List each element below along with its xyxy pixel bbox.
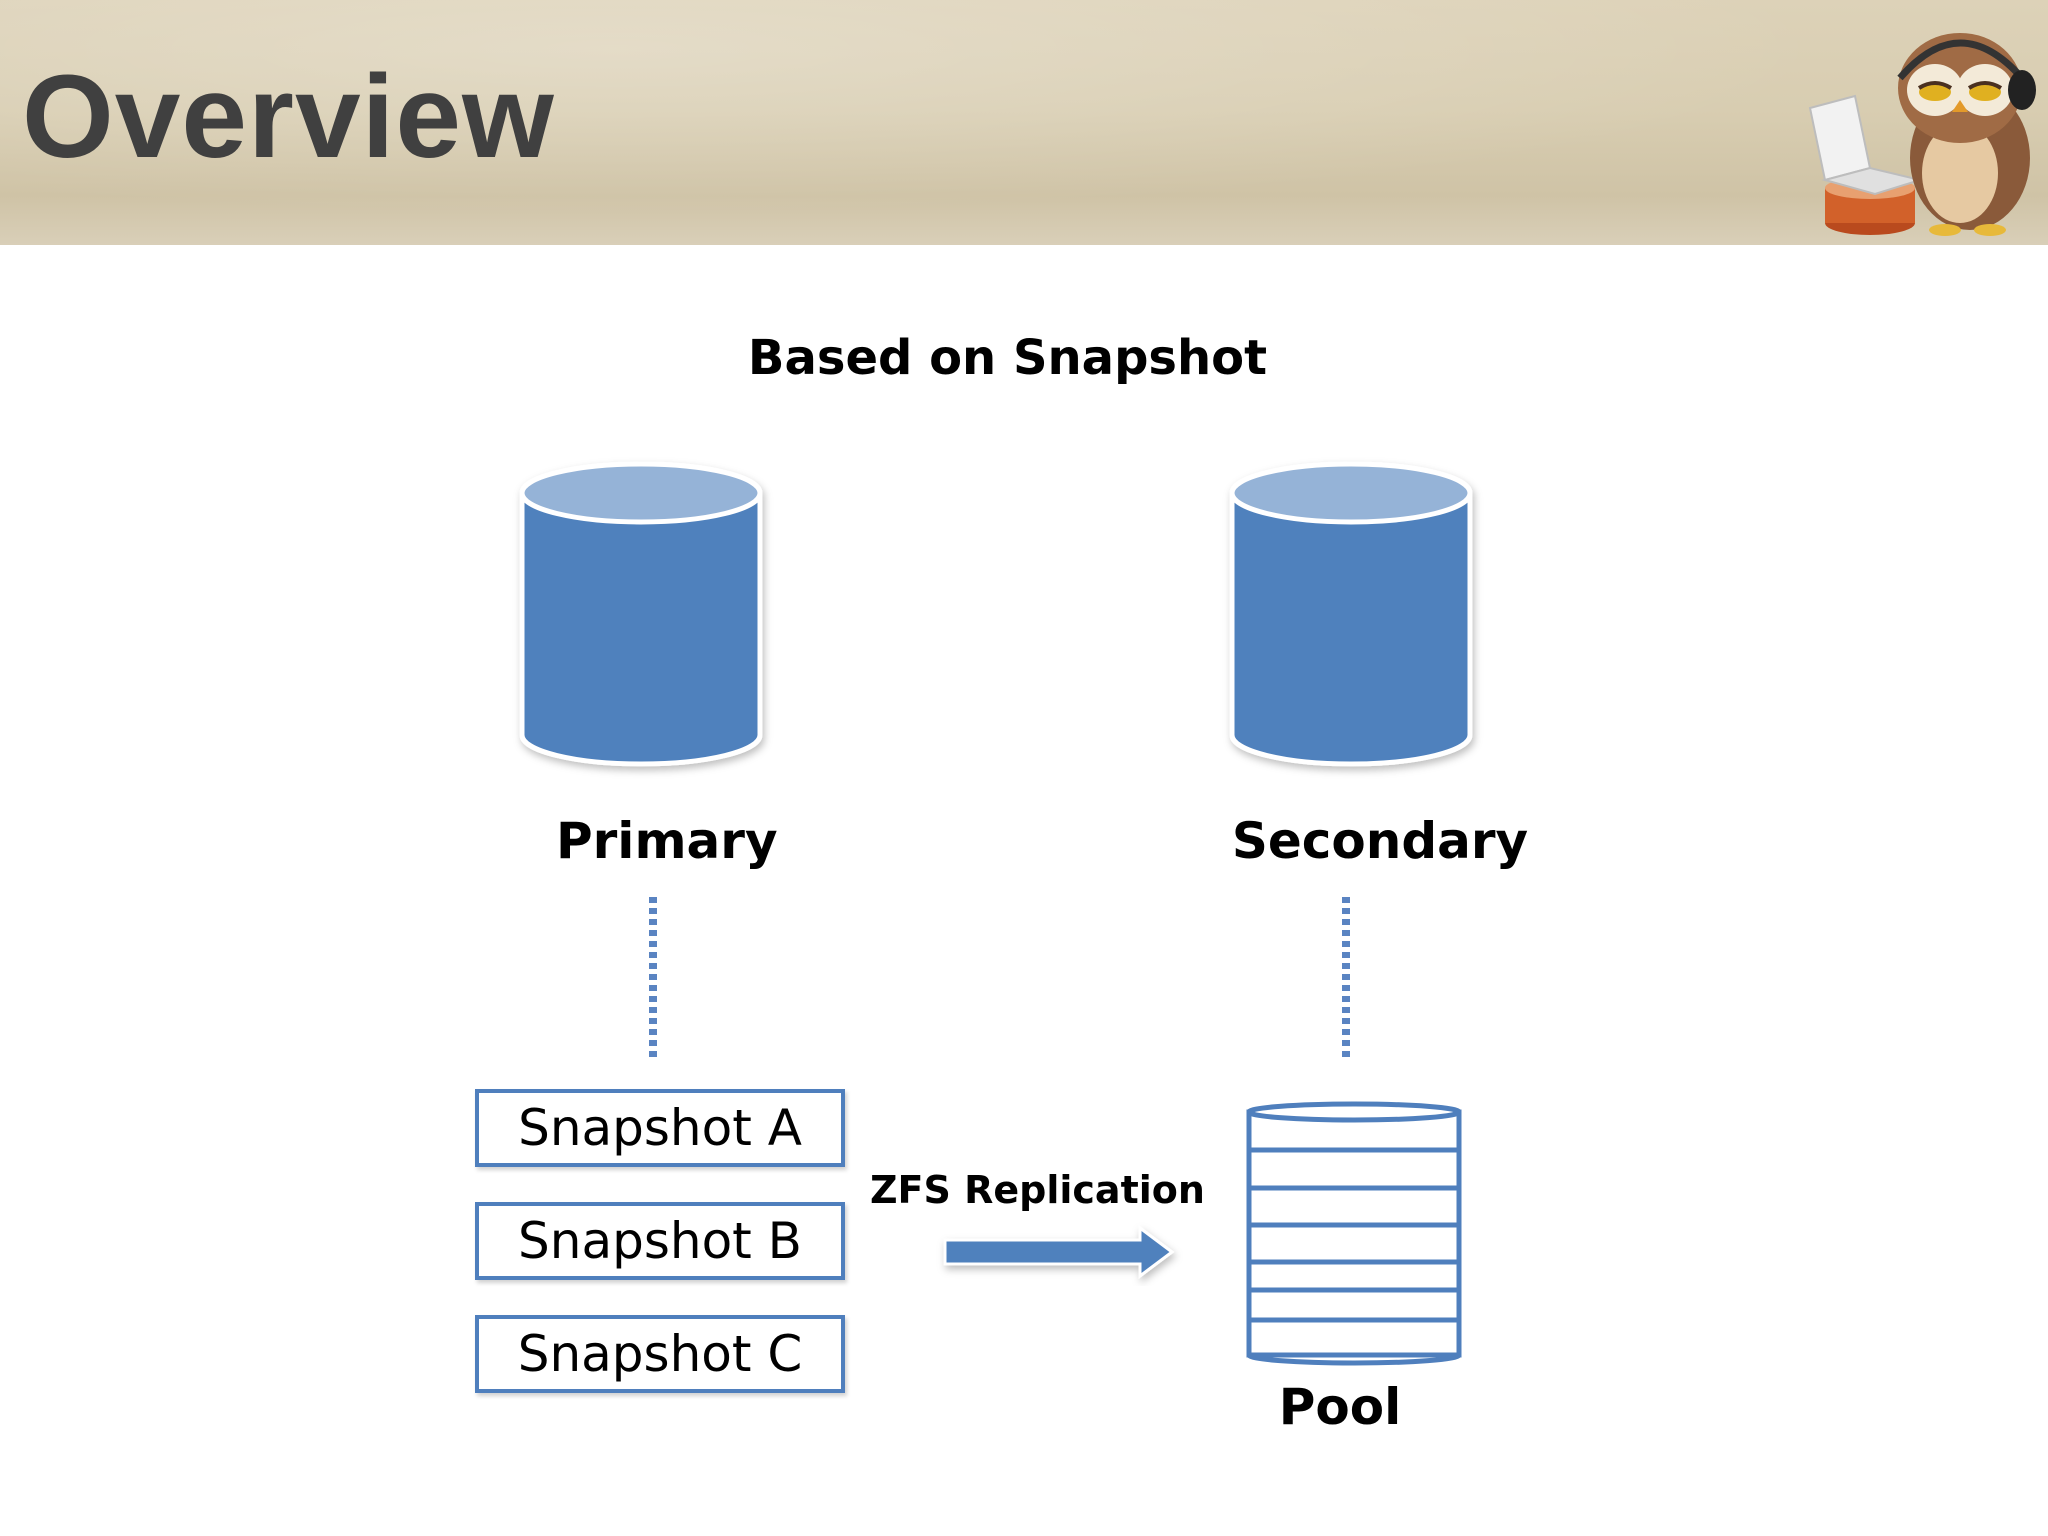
pool-label: Pool xyxy=(1278,1378,1402,1436)
snapshot-a-box: Snapshot A xyxy=(475,1089,845,1167)
snapshot-b-box: Snapshot B xyxy=(475,1202,845,1280)
replication-label: ZFS Replication xyxy=(870,1168,1205,1212)
secondary-database-cylinder-icon xyxy=(1229,461,1473,767)
diagram-subtitle: Based on Snapshot xyxy=(747,330,1268,386)
primary-database-cylinder-icon xyxy=(519,461,763,767)
primary-label: Primary xyxy=(556,812,778,870)
secondary-label: Secondary xyxy=(1231,812,1529,870)
owl-mascot-icon xyxy=(1808,33,2036,236)
header-background xyxy=(0,0,2048,245)
slide-header: Overview xyxy=(0,0,2048,245)
slide-title: Overview xyxy=(22,51,555,183)
snapshot-c-box: Snapshot C xyxy=(475,1315,845,1393)
storage-pool-icon xyxy=(1246,1101,1462,1366)
arrow-right-icon xyxy=(943,1225,1175,1279)
